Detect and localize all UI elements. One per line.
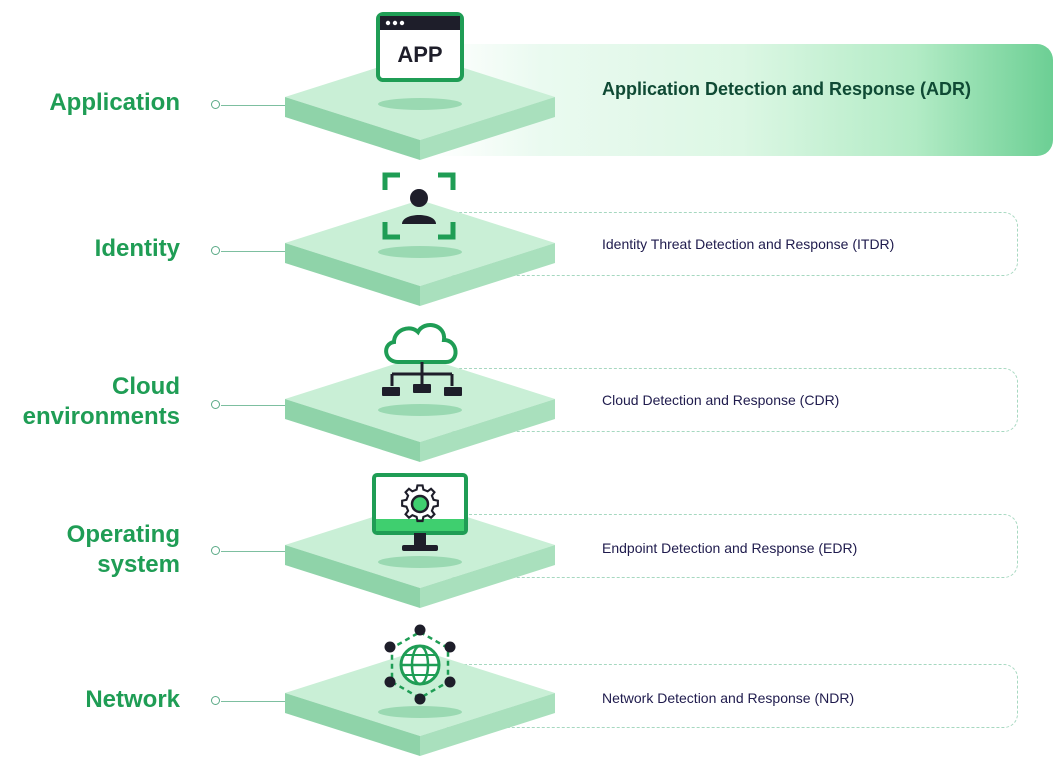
detail-text-network: Network Detection and Response (NDR) <box>602 690 855 706</box>
cloud-network-icon <box>382 323 462 396</box>
detail-text-application: Application Detection and Response (ADR) <box>602 79 972 99</box>
layer-label-application: Application <box>49 89 180 116</box>
layer-label-identity: Identity <box>94 235 180 262</box>
layer-label-network: Network <box>85 686 180 713</box>
plate-application <box>285 54 555 160</box>
app-icon-text: APP <box>397 42 442 67</box>
user-focus-icon <box>382 172 456 240</box>
monitor-gear-icon <box>372 473 468 551</box>
plate-cloud <box>285 356 555 462</box>
plate-identity <box>285 200 555 306</box>
detail-text-cloud: Cloud Detection and Response (CDR) <box>602 392 840 408</box>
plate-network <box>285 650 555 756</box>
app-window-icon: APP <box>376 12 464 82</box>
detail-text-os: Endpoint Detection and Response (EDR) <box>602 540 858 556</box>
globe-network-icon <box>384 624 456 705</box>
detail-text-identity: Identity Threat Detection and Response (… <box>602 236 895 252</box>
